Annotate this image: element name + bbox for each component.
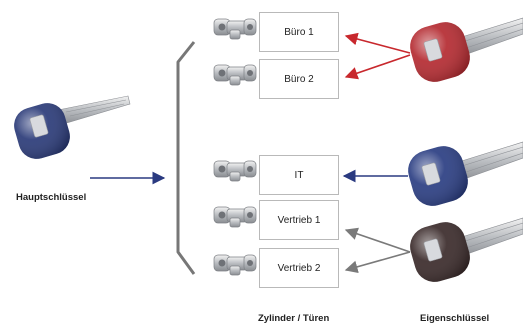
door-buero-1: Büro 1 bbox=[259, 12, 339, 52]
red-key-arrow-buero-1 bbox=[344, 32, 411, 54]
door-vertrieb-2: Vertrieb 2 bbox=[259, 248, 339, 288]
lock-cylinder-icon bbox=[213, 206, 257, 228]
lock-cylinder-icon bbox=[213, 160, 257, 182]
door-group-bracket bbox=[176, 41, 196, 275]
black-key-arrow-vertrieb-1 bbox=[344, 227, 411, 253]
door-it: IT bbox=[259, 155, 339, 195]
lock-cylinder-icon bbox=[213, 254, 257, 276]
door-vertrieb-1: Vertrieb 1 bbox=[259, 200, 339, 240]
master-key-icon bbox=[14, 95, 131, 159]
black-key-arrow-vertrieb-2 bbox=[344, 251, 411, 274]
red-key-arrow-buero-2 bbox=[344, 54, 411, 80]
own-keys-column-label: Eigenschlüssel bbox=[420, 313, 490, 324]
black-key-icon bbox=[410, 217, 523, 282]
door-buero-2: Büro 2 bbox=[259, 59, 339, 99]
red-key-icon bbox=[410, 17, 523, 82]
lock-cylinder-icon bbox=[213, 18, 257, 40]
blue-key-icon bbox=[408, 141, 523, 206]
master-key-label: Hauptschlüssel bbox=[16, 192, 87, 203]
lock-cylinder-icon bbox=[213, 64, 257, 86]
cylinders-column-label: Zylinder / Türen bbox=[258, 313, 330, 324]
